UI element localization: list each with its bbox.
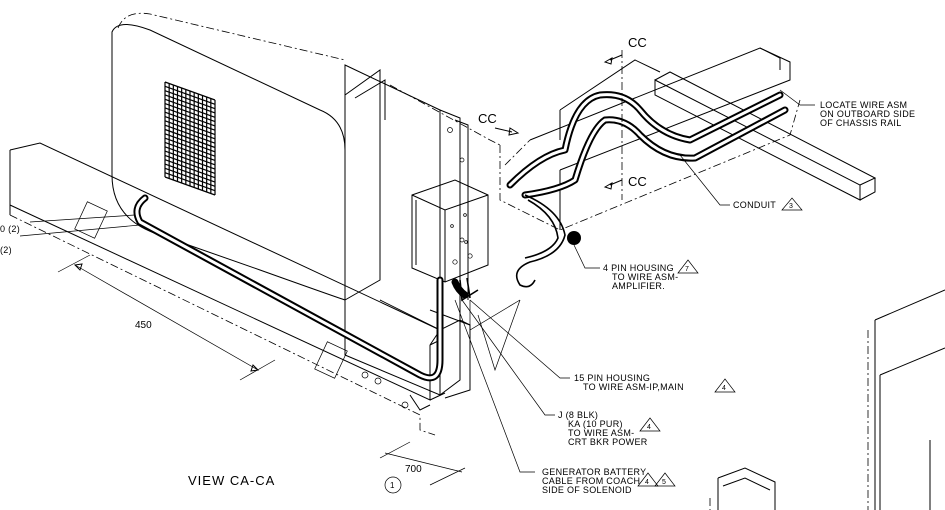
section-cc-top: CC: [628, 35, 647, 50]
j-ref: 4: [647, 424, 651, 431]
note-j-4: CRT BKR POWER: [568, 437, 648, 447]
note-locate-1: LOCATE WIRE ASM: [820, 100, 907, 110]
annotations: CC CC CC LOCATE WIRE ASM ON OUTBOARD SID…: [0, 35, 915, 495]
housing15-ref: 4: [722, 385, 726, 392]
gen-ref-a: 4: [645, 479, 649, 486]
crossbar: [654, 71, 877, 201]
grille-vent: [164, 81, 216, 196]
dimension-ref: 1: [390, 481, 395, 490]
right-equipment-box: [867, 289, 945, 510]
view-title: VIEW CA-CA: [188, 473, 275, 488]
note-j-3: TO WIRE ASM-: [568, 428, 634, 438]
note-4pin-1: 4 PIN HOUSING: [603, 263, 674, 273]
note-left-1: 0 (2): [0, 224, 20, 234]
note-gen-1: GENERATOR BATTERY: [542, 467, 646, 477]
section-cc-mid: CC: [478, 111, 497, 126]
leader-lines: [19, 89, 815, 473]
junction-box: [411, 179, 489, 283]
section-cc-low: CC: [628, 174, 647, 189]
note-4pin-3: AMPLIFIER.: [612, 281, 665, 291]
conduit-ref: 3: [789, 203, 793, 210]
gen-ref-b: 5: [662, 479, 666, 486]
note-15pin-1: 15 PIN HOUSING: [574, 373, 650, 383]
note-left-2: (2): [0, 245, 12, 255]
dimension-lines: [57, 254, 466, 494]
note-gen-3: SIDE OF SOLENOID: [542, 485, 632, 495]
note-locate-3: OF CHASSIS RAIL: [820, 118, 902, 128]
harness-cables: [133, 91, 789, 382]
section-markers: [494, 50, 623, 200]
dimension-700: 700: [405, 464, 422, 475]
note-locate-2: ON OUTBOARD SIDE: [820, 109, 915, 119]
generator-panel: [111, 12, 386, 301]
note-j-2: KA (10 PUR): [568, 419, 623, 429]
dimension-450: 450: [135, 320, 152, 331]
note-gen-2: CABLE FROM COACH: [542, 476, 640, 486]
bottom-box: [709, 467, 776, 510]
note-15pin-2: TO WIRE ASM-IP,MAIN: [583, 382, 684, 392]
housing4-ref: 7: [685, 266, 689, 273]
note-4pin-2: TO WIRE ASM-: [612, 272, 678, 282]
connector-4pin-icon: [567, 231, 581, 245]
note-conduit: CONDUIT: [733, 200, 776, 210]
note-j-1: J (8 BLK): [558, 410, 598, 420]
